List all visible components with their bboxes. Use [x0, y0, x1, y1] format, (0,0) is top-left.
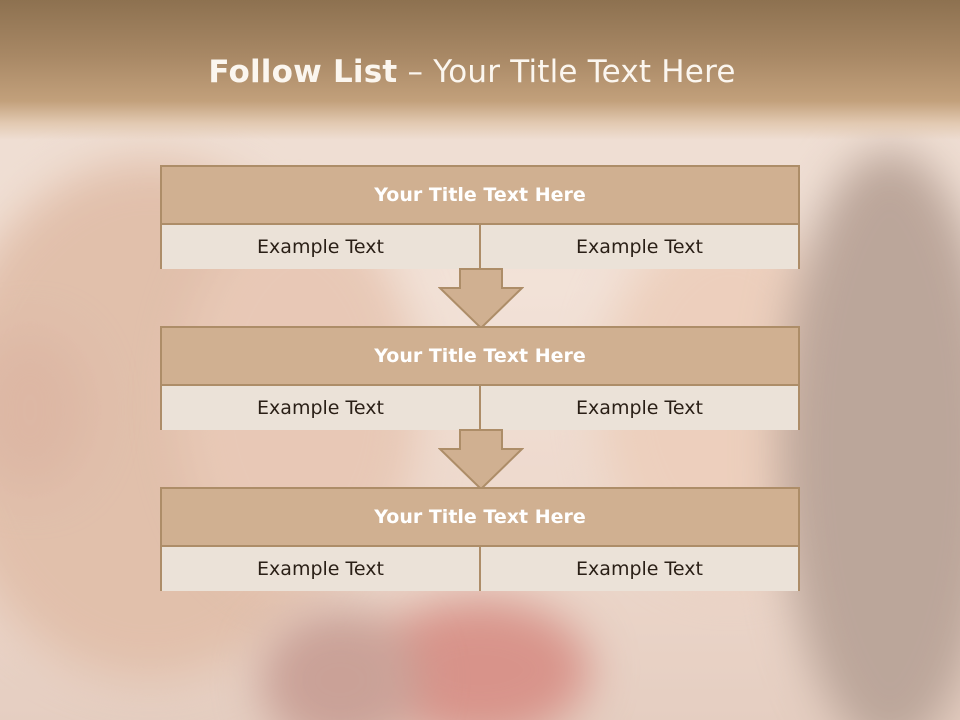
step-box-3: Your Title Text Here Example Text Exampl… [160, 487, 800, 591]
title-rest: – Your Title Text Here [397, 54, 736, 90]
step-title: Your Title Text Here [162, 167, 798, 225]
title-bold: Follow List [208, 54, 398, 90]
step-box-2: Your Title Text Here Example Text Exampl… [160, 326, 800, 430]
step-title: Your Title Text Here [162, 489, 798, 547]
step-row: Example Text Example Text [162, 547, 798, 591]
step-row: Example Text Example Text [162, 225, 798, 269]
step-cell-left: Example Text [162, 547, 479, 591]
step-box-1: Your Title Text Here Example Text Exampl… [160, 165, 800, 269]
step-row: Example Text Example Text [162, 386, 798, 430]
title-band [0, 0, 960, 140]
step-cell-left: Example Text [162, 386, 479, 430]
down-arrow-icon [438, 268, 524, 330]
step-cell-right: Example Text [479, 386, 798, 430]
down-arrow-icon [438, 429, 524, 491]
step-cell-left: Example Text [162, 225, 479, 269]
slide-title: Follow List – Your Title Text Here [0, 54, 944, 90]
step-title: Your Title Text Here [162, 328, 798, 386]
step-cell-right: Example Text [479, 547, 798, 591]
step-cell-right: Example Text [479, 225, 798, 269]
